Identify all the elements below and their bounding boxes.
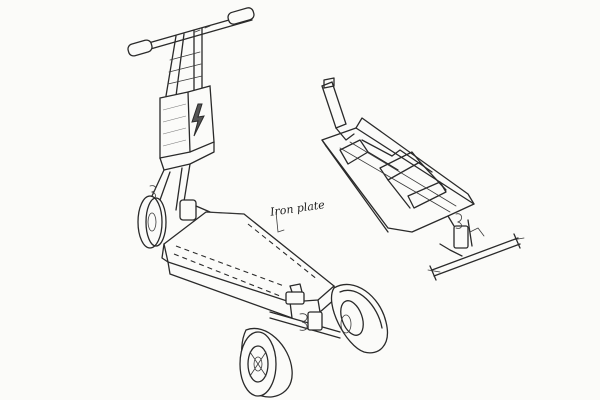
rear-right-wheel <box>330 283 389 354</box>
tube-frame <box>321 117 475 233</box>
lightning-bolt-icon <box>191 103 205 137</box>
frame-upright <box>321 77 355 141</box>
battery-box <box>159 85 215 171</box>
front-wheel <box>137 195 167 249</box>
frame-axle <box>427 213 525 281</box>
rear-left-wheel <box>239 327 293 398</box>
rear-mechanism <box>269 283 341 339</box>
deck <box>161 211 337 319</box>
scooter-drawing <box>127 7 389 398</box>
handlebar <box>127 7 255 57</box>
steering-stem <box>165 27 203 97</box>
frame-detail-drawing <box>321 77 525 281</box>
